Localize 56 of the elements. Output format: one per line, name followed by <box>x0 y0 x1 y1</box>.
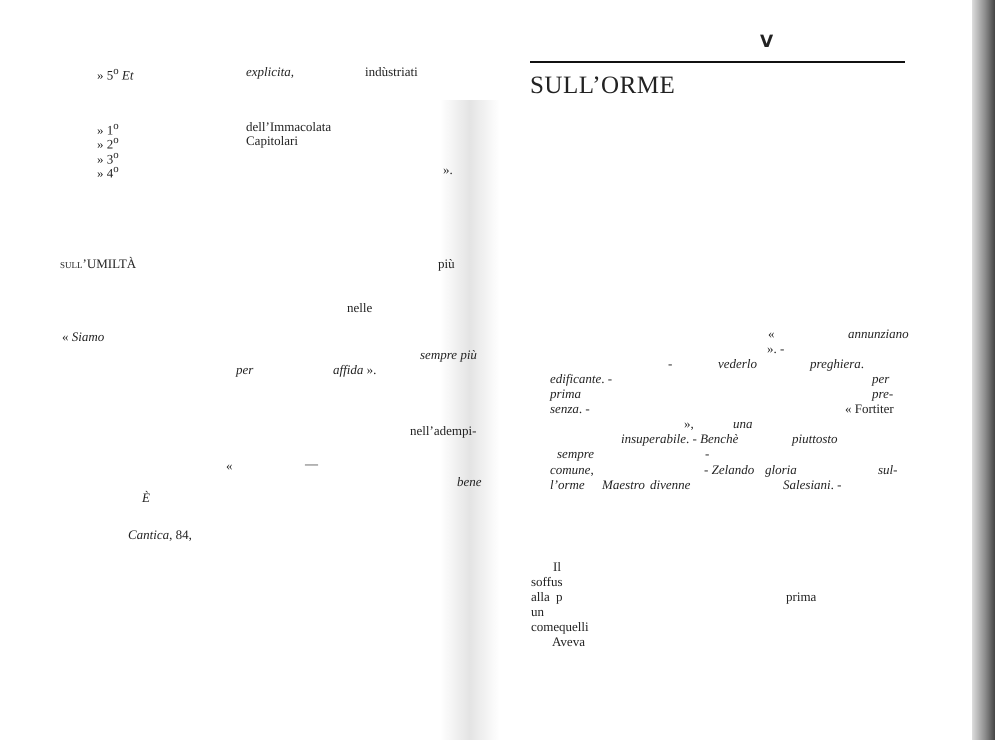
text-fragment: Aveva <box>552 634 585 649</box>
text-fragment: per <box>236 362 254 377</box>
text-fragment: gloria <box>765 462 797 477</box>
text-fragment: ». - <box>767 341 784 356</box>
text-fragment: per <box>872 371 890 386</box>
text-fragment: - <box>668 356 672 371</box>
text-fragment: « <box>226 458 232 473</box>
text-fragment: ». <box>443 162 453 177</box>
text-fragment: », <box>684 416 694 431</box>
text-fragment: indùstriati <box>365 64 418 79</box>
text-fragment: « Fortiter <box>845 401 894 416</box>
text-fragment: nelle <box>347 300 372 315</box>
text-fragment: p <box>556 589 562 604</box>
text-fragment: quelli <box>559 619 589 634</box>
text-fragment: una <box>733 416 752 431</box>
chapter-title: SULL’ORME <box>530 72 676 100</box>
chapter-number: V <box>760 35 774 50</box>
text-fragment: edificante. - <box>550 371 612 386</box>
text-fragment: sempre <box>557 446 594 461</box>
text-fragment: bene <box>457 474 482 489</box>
text-fragment: senza. - <box>550 401 590 416</box>
text-fragment: Il <box>553 559 561 574</box>
text-fragment: piuttosto <box>792 431 838 446</box>
text-fragment: - <box>705 446 710 461</box>
text-fragment: » 5$^{o}$ Et <box>97 64 134 82</box>
text-fragment: prima <box>786 589 816 604</box>
text-fragment: alla <box>531 589 550 604</box>
text-fragment: - Zelando <box>704 462 754 477</box>
text-fragment: sempre più <box>420 347 477 362</box>
text-fragment: Cantica, 84, <box>128 527 192 542</box>
text-fragment: Maestro <box>602 477 645 492</box>
text-fragment: preghiera. <box>810 356 864 371</box>
text-fragment: come <box>531 619 560 634</box>
text-fragment: sul- <box>878 462 898 477</box>
text-fragment: insuperabile. - Benchè <box>621 431 738 446</box>
text-fragment: sull’UMILTÀ <box>60 256 136 271</box>
text-fragment: affida ». <box>333 362 376 377</box>
text-fragment: prima <box>550 386 582 401</box>
text-fragment: dell’Immacolata <box>246 119 332 134</box>
text-fragment: annunziano <box>848 326 909 341</box>
text-fragment: Capitolari <box>246 133 298 148</box>
text-fragment: È <box>142 490 150 505</box>
text-fragment: — <box>305 456 318 471</box>
text-fragment: comune, <box>550 462 594 477</box>
text-fragment: più <box>438 256 455 271</box>
text-fragment: explicita, <box>246 64 294 79</box>
text-fragment: nell’adempi- <box>410 423 476 438</box>
text-fragment: l’orme <box>550 477 585 492</box>
text-fragment: vederlo <box>718 356 757 371</box>
text-fragment: « <box>768 326 774 341</box>
text-fragment: divenne <box>650 477 690 492</box>
text-fragment: soffus <box>531 574 563 589</box>
text-fragment: pre- <box>872 386 894 401</box>
text-fragment: « Siamo <box>62 329 104 344</box>
text-fragment: un <box>531 604 544 619</box>
text-fragment: Salesiani. - <box>783 477 842 492</box>
